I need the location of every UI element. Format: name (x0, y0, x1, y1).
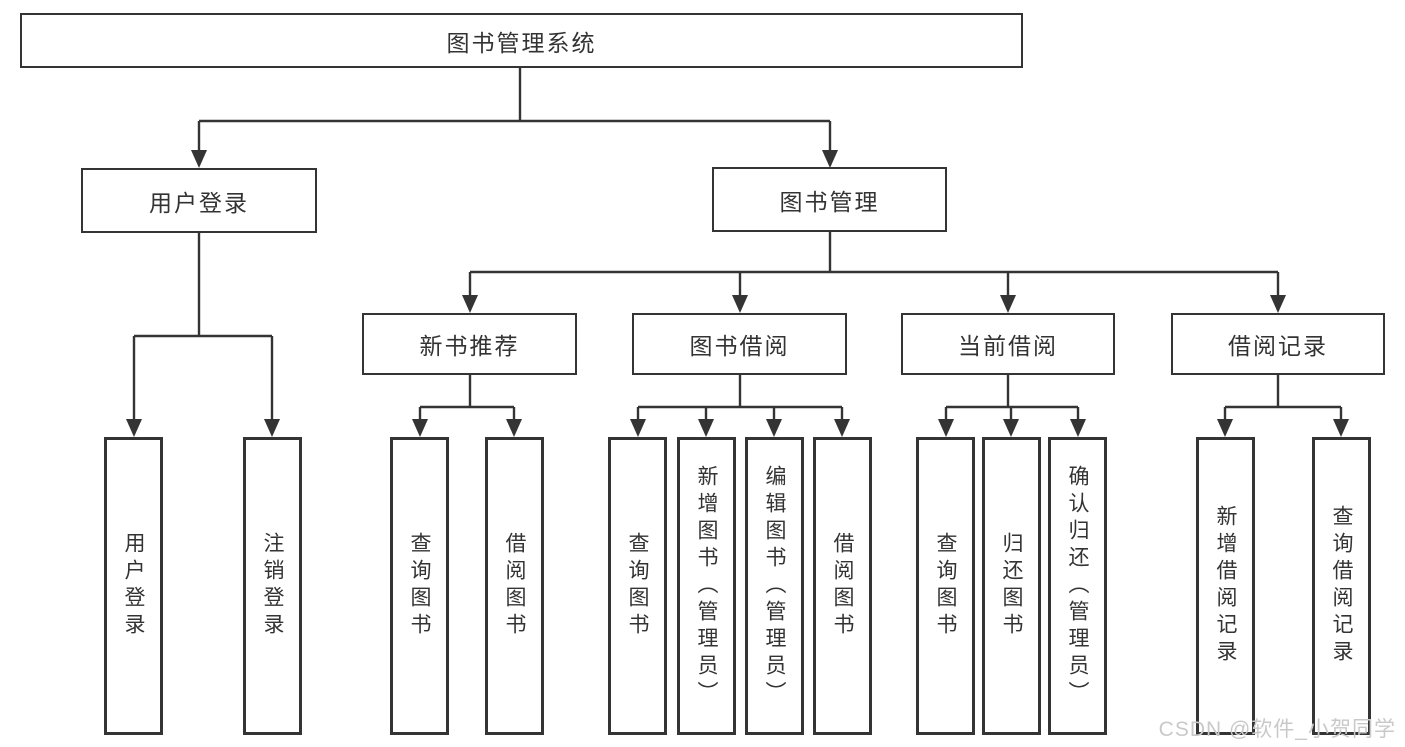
leaf-current-return-book: 归还图书 (982, 437, 1041, 735)
arrow-down-icon (126, 419, 142, 437)
node-new-book-recommend: 新书推荐 (362, 313, 577, 375)
leaf-user-login: 用户登录 (104, 437, 163, 735)
leaf-current-confirm-return: 确认归还（管理员） (1048, 437, 1107, 735)
node-current-borrow: 当前借阅 (901, 313, 1115, 375)
leaf-current-query-book: 查询图书 (916, 437, 975, 735)
arrow-down-icon (630, 419, 646, 437)
arrow-down-icon (1270, 295, 1286, 313)
arrow-down-icon (191, 150, 207, 168)
arrow-down-icon (264, 419, 280, 437)
leaf-record-query-record: 查询借阅记录 (1312, 437, 1371, 735)
arrow-down-icon (698, 419, 714, 437)
csdn-watermark: CSDN @软件_小贺同学 (1158, 718, 1396, 741)
arrow-down-icon (732, 295, 748, 313)
leaf-borrow-add-book: 新增图书（管理员） (677, 437, 736, 735)
node-borrow-record: 借阅记录 (1171, 313, 1385, 375)
arrow-down-icon (1217, 419, 1233, 437)
node-book-management: 图书管理 (712, 167, 947, 232)
arrow-down-icon (462, 295, 478, 313)
leaf-recommend-borrow-book: 借阅图书 (485, 437, 544, 735)
arrow-down-icon (766, 419, 782, 437)
leaf-record-add-record: 新增借阅记录 (1196, 437, 1255, 735)
arrow-down-icon (834, 419, 850, 437)
arrow-down-icon (506, 419, 522, 437)
arrow-down-icon (1003, 419, 1019, 437)
connector-path (132, 68, 1343, 421)
node-book-borrow: 图书借阅 (632, 313, 847, 375)
node-root-title: 图书管理系统 (20, 13, 1023, 68)
leaf-recommend-query-book: 查询图书 (390, 437, 449, 735)
node-user-login: 用户登录 (81, 168, 317, 233)
arrow-down-icon (1070, 419, 1086, 437)
arrow-down-icon (938, 419, 954, 437)
arrow-down-icon (1333, 419, 1349, 437)
leaf-borrow-query-book: 查询图书 (608, 437, 667, 735)
leaf-logout: 注销登录 (243, 437, 302, 735)
arrow-down-icon (1000, 295, 1016, 313)
arrow-down-icon (822, 150, 838, 168)
leaf-borrow-edit-book: 编辑图书（管理员） (745, 437, 804, 735)
arrow-down-icon (412, 419, 428, 437)
leaf-borrow-borrow-book: 借阅图书 (813, 437, 872, 735)
